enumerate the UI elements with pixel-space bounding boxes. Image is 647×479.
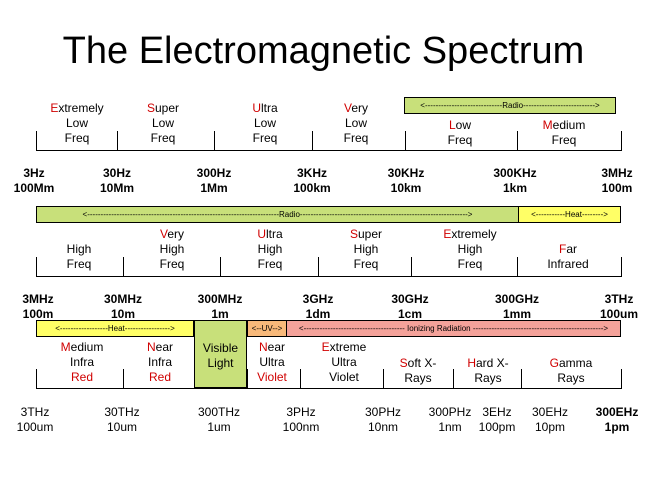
scale-line-row3 [36,388,622,389]
band-label-hard-xrays: Hard X-Rays [467,356,509,385]
radio-band-bar-row1: <-----------------------------Radio-----… [404,97,616,114]
scale-tick [621,131,622,150]
scale-tick [405,131,406,150]
scale-tick [517,131,518,150]
scale-tick [453,369,454,388]
scale-tick [117,131,118,150]
scale-tick [621,257,622,276]
scale-tick [517,257,518,276]
scale-tick [36,257,37,276]
ionizing-radiation-bar: <-------------------------------------- … [286,320,621,337]
scale-tick [621,369,622,388]
scale-tick [36,369,37,388]
scale-tick [300,369,301,388]
scale-tick [247,369,248,388]
scale-tick [312,131,313,150]
visible-light-label: Visible [202,341,239,355]
scale-tick [220,257,221,276]
scale-tick [123,369,124,388]
heat-band-bar-row2: <-----------Heat--------> [518,206,621,223]
scale-line-row2 [36,276,622,277]
scale-tick [214,131,215,150]
scale-tick [521,369,522,388]
uv-band-bar: <--UV--> [247,320,287,337]
heat-band-bar-row3: <------------------Heat-----------------… [36,320,194,337]
scale-tick [36,131,37,150]
scale-tick [123,257,124,276]
radio-band-bar-row2: <---------------------------------------… [36,206,519,223]
scale-tick [318,257,319,276]
scale-tick [411,257,412,276]
band-label-soft-xrays: Soft X-Rays [399,356,437,385]
scale-tick [383,369,384,388]
page-title: The Electromagnetic Spectrum [62,30,585,72]
scale-line-row1 [36,150,622,151]
